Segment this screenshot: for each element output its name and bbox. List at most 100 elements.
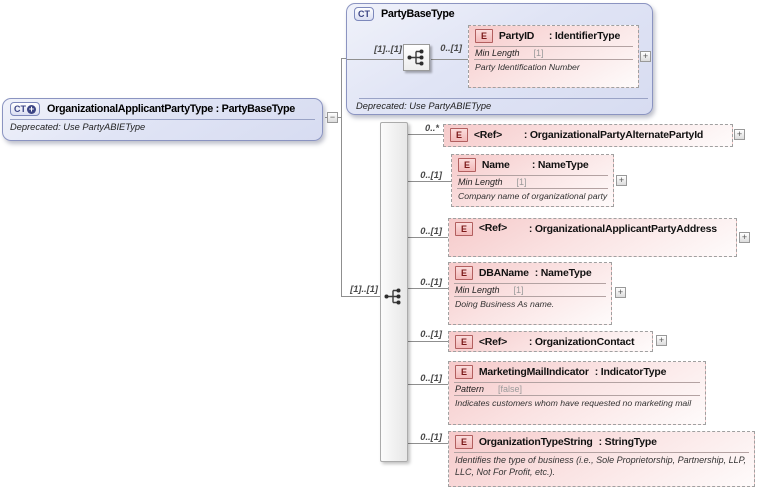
element-box-dbaname[interactable]: E DBAName : NameType Min Length [1] Doin… [448, 262, 612, 325]
element-title: E OrganizationTypeString : StringType [449, 432, 754, 452]
element-name: PartyID [498, 30, 535, 42]
divider [10, 119, 315, 120]
element-title: E <Ref> : OrganizationalApplicantPartyAd… [449, 219, 736, 239]
element-name: <Ref> [478, 222, 507, 234]
plus-circle-icon: + [27, 103, 36, 114]
element-title: E DBAName : NameType [449, 263, 611, 283]
element-annotation: Company name of organizational party [458, 191, 608, 201]
element-badge: E [455, 222, 473, 236]
element-box-marketingmailindicator[interactable]: E MarketingMailIndicator : IndicatorType… [448, 361, 706, 425]
facet-row: Pattern [false] [454, 382, 700, 396]
connector-line [408, 384, 448, 385]
facet-row: Min Length [1] [454, 283, 606, 297]
element-title: E <Ref> : OrganizationContact [449, 332, 652, 351]
element-annotation: Party Identification Number [475, 62, 580, 72]
element-box-ref-organizationcontact[interactable]: E <Ref> : OrganizationContact [448, 331, 653, 352]
connector-line [408, 288, 448, 289]
element-box-organizationtypestring[interactable]: E OrganizationTypeString : StringType Id… [448, 431, 755, 487]
collapse-toggle[interactable]: − [327, 112, 338, 123]
element-type: : NameType [534, 267, 592, 279]
element-type: : IndicatorType [594, 366, 667, 378]
facet-value: [false] [498, 384, 523, 394]
complextype-badge-label: CT [358, 9, 370, 19]
sequence-glyph [384, 288, 401, 305]
element-type: : StringType [598, 436, 657, 448]
facet-row: Min Length [1] [474, 46, 633, 60]
element-type: : NameType [531, 159, 589, 171]
divider [454, 452, 749, 453]
cardinality-label: 0..[1] [420, 373, 442, 383]
root-complextype-box[interactable]: CT + OrganizationalApplicantPartyType : … [2, 98, 323, 141]
connector-line [408, 181, 451, 182]
element-type: : IdentifierType [548, 30, 621, 42]
element-title: E PartyID : IdentifierType [469, 26, 638, 46]
connector-line [408, 134, 443, 135]
connector-line [408, 237, 448, 238]
element-title: E <Ref> : OrganizationalPartyAlternatePa… [444, 125, 732, 145]
root-header: CT + OrganizationalApplicantPartyType : … [3, 99, 322, 118]
element-badge: E [455, 435, 473, 449]
element-name: <Ref> [473, 129, 502, 141]
element-title: E Name : NameType [452, 155, 613, 175]
cardinality-label: 0..[1] [420, 170, 442, 180]
connector-line [408, 443, 448, 444]
expand-button[interactable]: + [640, 51, 651, 62]
element-box-ref-alternatepartyid[interactable]: E <Ref> : OrganizationalPartyAlternatePa… [443, 124, 733, 147]
base-header: CT PartyBaseType [347, 4, 652, 23]
complextype-badge: CT [354, 7, 374, 21]
element-badge: E [475, 29, 493, 43]
cardinality-label: 0..[1] [440, 43, 462, 53]
expand-button[interactable]: + [739, 232, 750, 243]
connector-line [408, 341, 448, 342]
expand-button[interactable]: + [656, 335, 667, 346]
element-title: E MarketingMailIndicator : IndicatorType [449, 362, 705, 382]
element-name: MarketingMailIndicator [478, 366, 589, 378]
element-name: DBAName [478, 267, 529, 279]
element-type: : OrganizationalPartyAlternatePartyId [523, 129, 704, 141]
element-badge: E [458, 158, 476, 172]
connector-line [347, 59, 404, 60]
root-annotation: Deprecated: Use PartyABIEType [10, 122, 146, 132]
sequence-icon [383, 286, 404, 307]
root-title: OrganizationalApplicantPartyType : Party… [47, 103, 295, 115]
cardinality-label: 0..[1] [420, 226, 442, 236]
base-annotation: Deprecated: Use PartyABIEType [356, 101, 492, 111]
expand-button[interactable]: + [616, 175, 627, 186]
connector-line [431, 59, 469, 60]
element-box-ref-applicantpartyaddress[interactable]: E <Ref> : OrganizationalApplicantPartyAd… [448, 218, 737, 257]
cardinality-label: [1]..[1] [374, 44, 402, 54]
element-annotation: Doing Business As name. [455, 299, 555, 309]
element-name: <Ref> [478, 336, 507, 348]
complextype-badge: CT + [10, 102, 40, 116]
element-annotation: Identifies the type of business (i.e., S… [455, 455, 746, 477]
cardinality-label: 0..[1] [420, 432, 442, 442]
element-badge: E [455, 266, 473, 280]
facet-value: [1] [513, 285, 524, 295]
element-annotation: Indicates customers whom have requested … [455, 398, 692, 408]
divider [359, 98, 648, 99]
cardinality-label: 0..* [425, 123, 439, 133]
sequence-bar[interactable] [380, 122, 408, 462]
cardinality-label: 0..[1] [420, 329, 442, 339]
element-type: : OrganizationalApplicantPartyAddress [528, 223, 717, 235]
cardinality-label: [1]..[1] [350, 284, 378, 294]
facet-row: Min Length [1] [457, 175, 608, 189]
sequence-icon[interactable] [403, 44, 430, 71]
element-box-partyid[interactable]: E PartyID : IdentifierType Min Length [1… [468, 25, 639, 88]
element-badge: E [455, 335, 473, 349]
cardinality-label: 0..[1] [420, 277, 442, 287]
element-box-name[interactable]: E Name : NameType Min Length [1] Company… [451, 154, 614, 207]
element-badge: E [450, 128, 468, 142]
facet-name: Min Length [458, 177, 503, 187]
connector-line [341, 296, 380, 297]
facet-value: [1] [516, 177, 527, 187]
expand-button[interactable]: + [615, 287, 626, 298]
element-name: OrganizationTypeString [478, 436, 593, 448]
facet-name: Min Length [475, 48, 520, 58]
expand-button[interactable]: + [734, 129, 745, 140]
complextype-badge-label: CT [14, 104, 26, 114]
element-type: : OrganizationContact [528, 336, 635, 348]
connector-line [341, 58, 347, 59]
facet-name: Pattern [455, 384, 485, 394]
